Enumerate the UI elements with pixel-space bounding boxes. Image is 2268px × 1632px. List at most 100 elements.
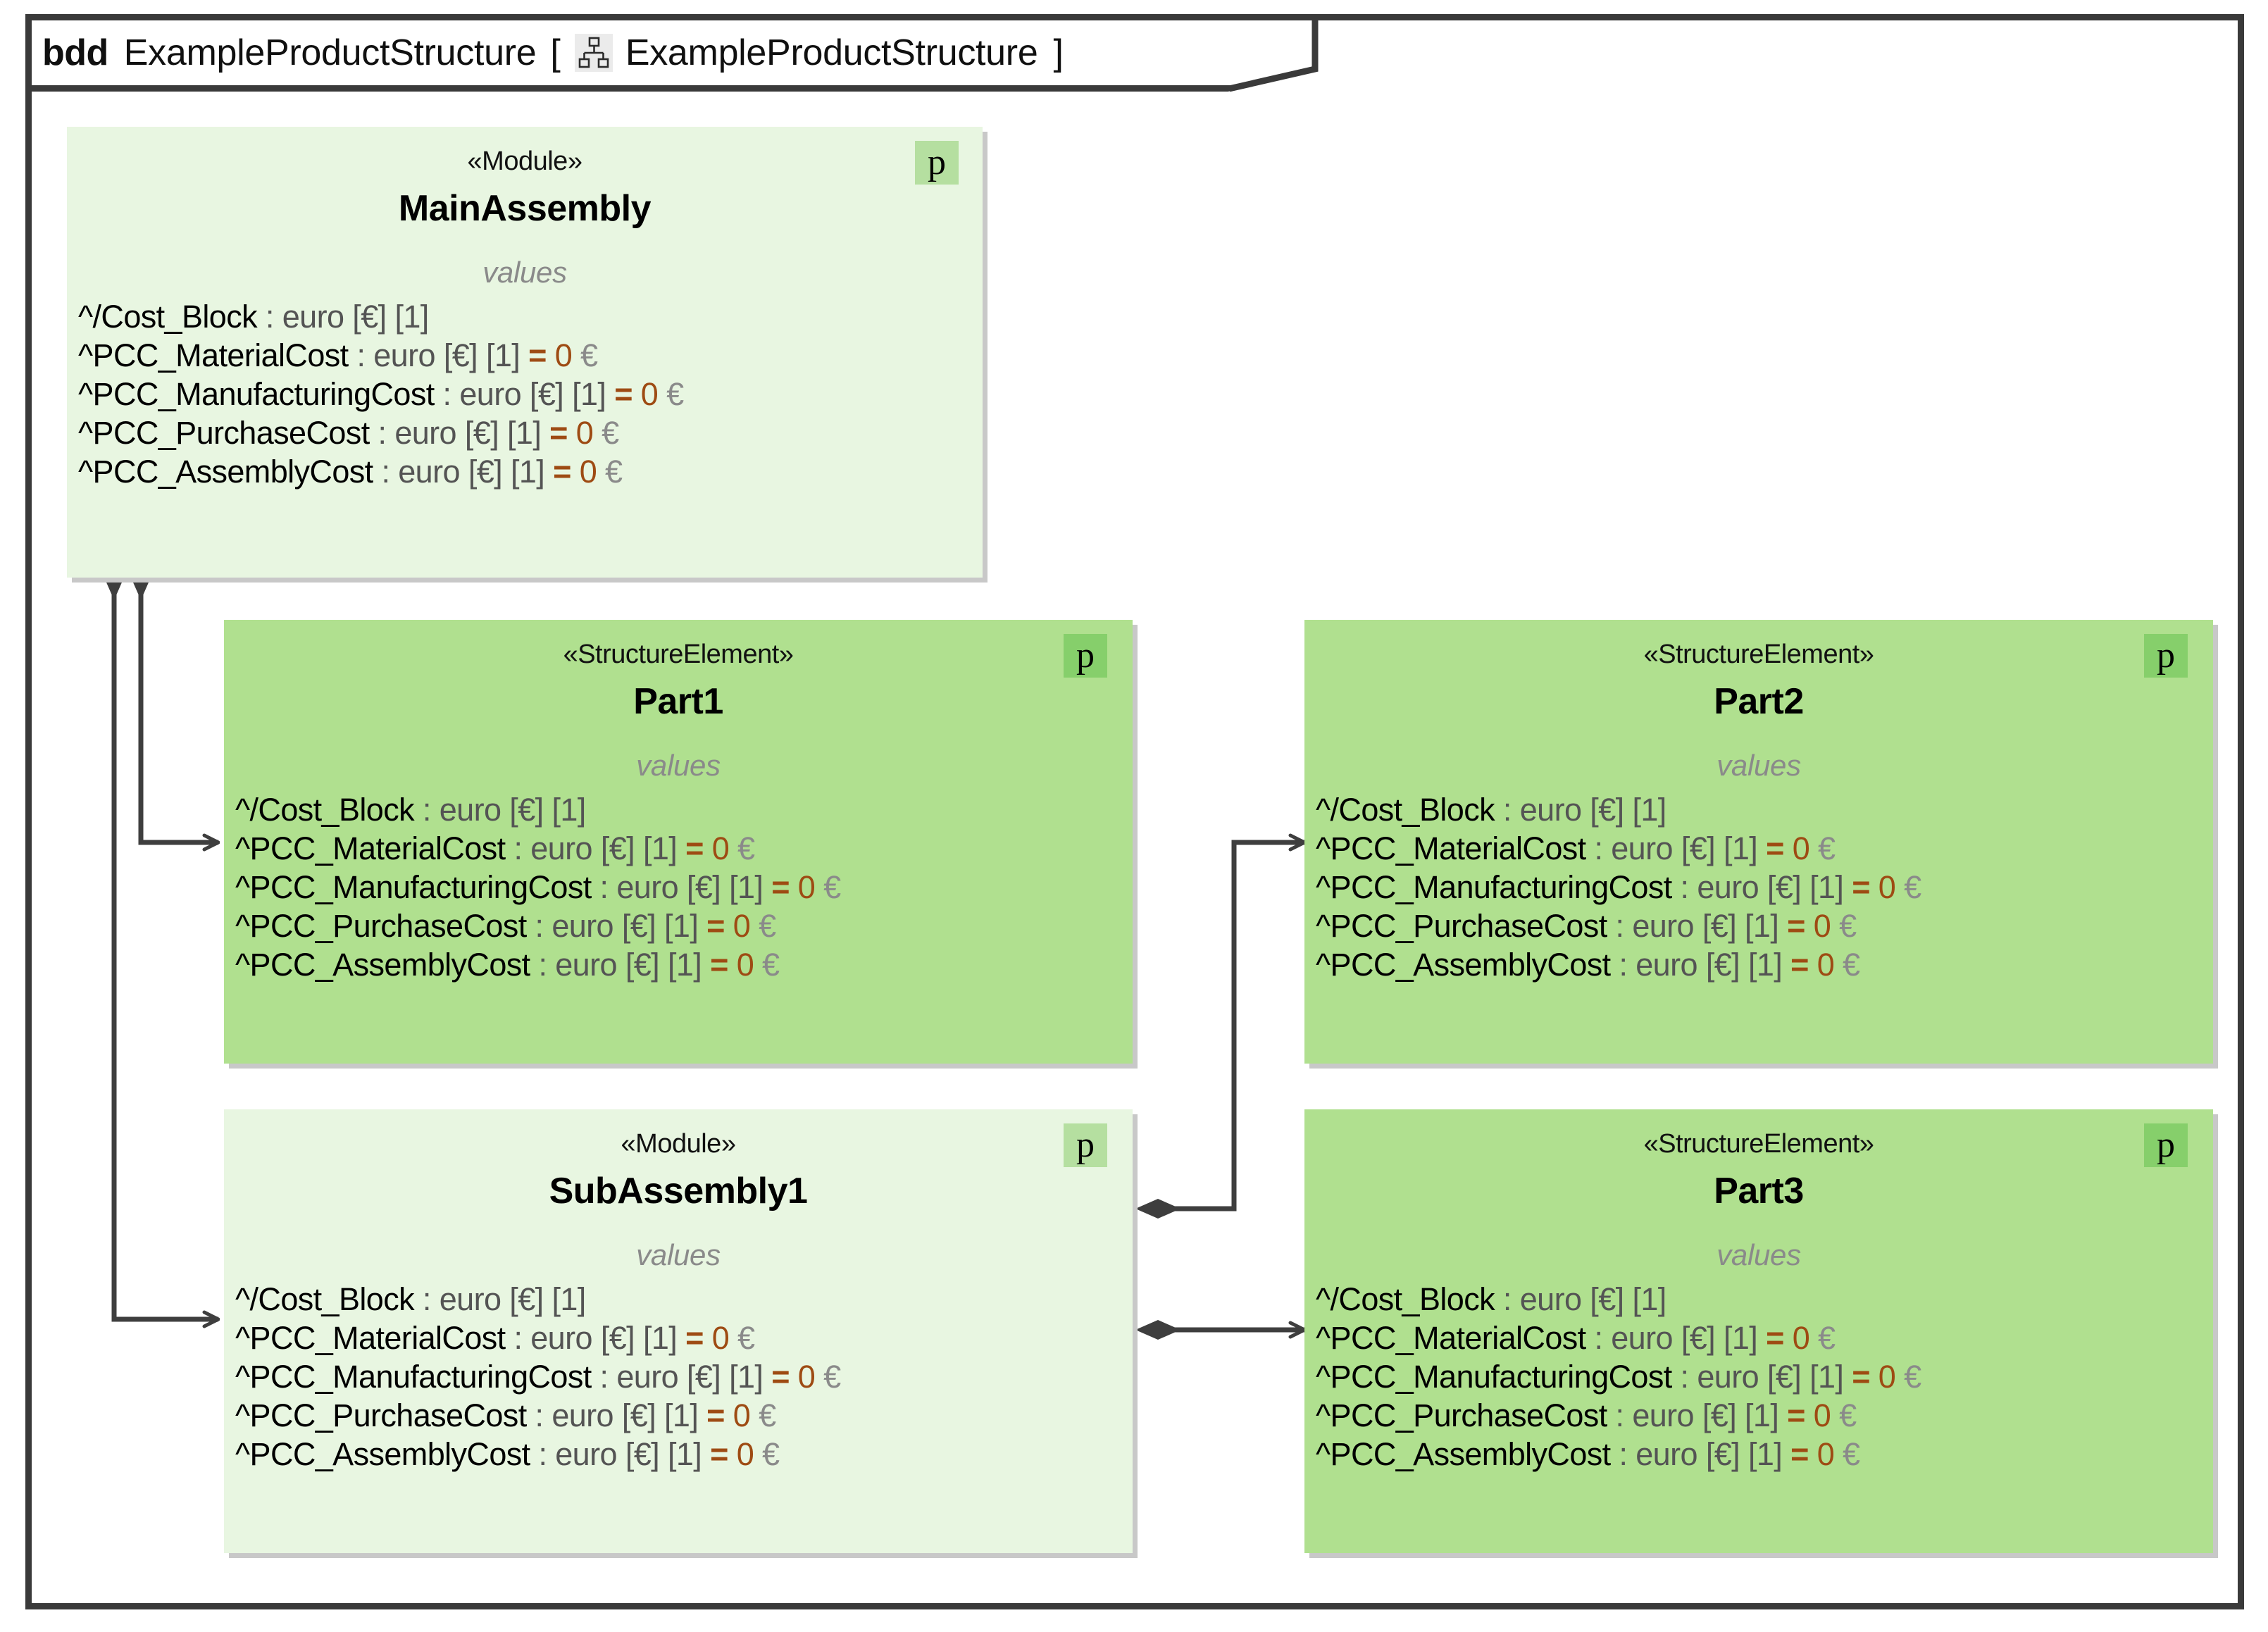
- value-currency: €: [754, 946, 780, 983]
- value-default: 0: [1878, 868, 1896, 905]
- block-name: SubAssembly1: [549, 1170, 808, 1211]
- badge-p: p: [2144, 634, 2188, 678]
- value-name: PCC_PurchaseCost: [249, 1397, 528, 1433]
- value-default: 0: [1792, 1319, 1810, 1356]
- value-default: 0: [736, 1435, 754, 1472]
- values-list: ^/Cost_Block : euro [€] [1]^PCC_Material…: [1304, 791, 2213, 984]
- value-name: PCC_MaterialCost: [92, 337, 349, 373]
- value-prefix: ^: [235, 830, 250, 866]
- value-currency: €: [815, 868, 841, 905]
- value-property-row: ^PCC_AssemblyCost : euro [€] [1] = 0 €: [235, 946, 1133, 985]
- block-name: Part2: [1714, 680, 1804, 722]
- value-property-row: ^PCC_MaterialCost : euro [€] [1] = 0 €: [235, 830, 1133, 868]
- value-property-row: ^PCC_ManufacturingCost : euro [€] [1] = …: [235, 1358, 1133, 1397]
- value-name: PCC_ManufacturingCost: [92, 375, 435, 412]
- value-default: 0: [554, 337, 573, 373]
- value-property-row: ^/Cost_Block : euro [€] [1]: [1316, 1281, 2213, 1319]
- value-currency: €: [658, 375, 684, 412]
- value-type: : euro [€] [1]: [1585, 1319, 1758, 1356]
- value-property-row: ^PCC_PurchaseCost : euro [€] [1] = 0 €: [235, 1397, 1133, 1435]
- value-name: PCC_AssemblyCost: [1330, 1435, 1612, 1472]
- value-default: 0: [1813, 1397, 1831, 1433]
- value-name: PCC_AssemblyCost: [249, 946, 531, 983]
- block-name: Part1: [633, 680, 723, 722]
- block-subassembly1[interactable]: p «Module» SubAssembly1 values ^/Cost_Bl…: [224, 1109, 1133, 1553]
- value-equals: =: [1757, 1319, 1793, 1356]
- value-default: 0: [711, 1319, 730, 1356]
- value-prefix: ^: [78, 414, 93, 451]
- value-equals: =: [1843, 868, 1878, 905]
- value-property-row: ^PCC_PurchaseCost : euro [€] [1] = 0 €: [78, 414, 983, 453]
- block-part2[interactable]: p «StructureElement» Part2 values ^/Cost…: [1304, 620, 2213, 1064]
- badge-p: p: [1064, 634, 1107, 678]
- value-currency: €: [1895, 868, 1921, 905]
- value-currency: €: [729, 830, 755, 866]
- value-name: PCC_ManufacturingCost: [1330, 1358, 1673, 1395]
- values-heading: values: [482, 256, 567, 289]
- value-prefix: ^: [235, 792, 250, 828]
- value-prefix: ^: [1316, 1397, 1331, 1433]
- value-default: 0: [733, 907, 751, 944]
- value-type: : euro [€] [1]: [369, 414, 542, 451]
- value-property-row: ^PCC_MaterialCost : euro [€] [1] = 0 €: [235, 1319, 1133, 1358]
- value-prefix: ^: [1316, 1435, 1331, 1472]
- value-default: 0: [1817, 1435, 1835, 1472]
- diagram-scope-label: ExampleProductStructure: [625, 32, 1038, 73]
- block-name: Part3: [1714, 1170, 1804, 1211]
- value-type: : euro [€] [1]: [1495, 792, 1666, 828]
- value-equals: =: [1757, 830, 1793, 866]
- value-equals: =: [677, 830, 712, 866]
- value-property-row: ^PCC_PurchaseCost : euro [€] [1] = 0 €: [1316, 1397, 2213, 1435]
- value-property-row: ^PCC_ManufacturingCost : euro [€] [1] = …: [235, 868, 1133, 907]
- value-default: 0: [797, 868, 816, 905]
- package-tree-icon: [574, 34, 613, 72]
- value-prefix: ^: [235, 1397, 250, 1433]
- value-type: : euro [€] [1]: [1607, 1397, 1779, 1433]
- value-prefix: ^: [78, 337, 93, 373]
- value-property-row: ^PCC_ManufacturingCost : euro [€] [1] = …: [78, 375, 983, 414]
- block-part1[interactable]: p «StructureElement» Part1 values ^/Cost…: [224, 620, 1133, 1064]
- block-main-assembly[interactable]: p «Module» MainAssembly values ^/Cost_Bl…: [67, 127, 983, 578]
- value-currency: €: [1831, 1397, 1857, 1433]
- value-type: : euro [€] [1]: [505, 1319, 678, 1356]
- value-name: /Cost_Block: [92, 299, 258, 335]
- value-prefix: ^: [78, 453, 93, 490]
- value-property-row: ^/Cost_Block : euro [€] [1]: [235, 1281, 1133, 1319]
- value-name: PCC_ManufacturingCost: [1330, 868, 1673, 905]
- value-equals: =: [541, 414, 576, 451]
- value-name: PCC_PurchaseCost: [1330, 1397, 1608, 1433]
- value-property-row: ^PCC_ManufacturingCost : euro [€] [1] = …: [1316, 868, 2213, 907]
- value-type: : euro [€] [1]: [434, 375, 606, 412]
- value-type: : euro [€] [1]: [526, 907, 699, 944]
- value-equals: =: [698, 907, 733, 944]
- value-property-row: ^PCC_MaterialCost : euro [€] [1] = 0 €: [78, 337, 983, 375]
- value-property-row: ^PCC_AssemblyCost : euro [€] [1] = 0 €: [235, 1435, 1133, 1474]
- value-property-row: ^PCC_MaterialCost : euro [€] [1] = 0 €: [1316, 830, 2213, 868]
- badge-p: p: [1064, 1123, 1107, 1167]
- value-type: : euro [€] [1]: [591, 1358, 764, 1395]
- value-property-row: ^PCC_PurchaseCost : euro [€] [1] = 0 €: [235, 907, 1133, 946]
- block-stereotype: «StructureElement»: [563, 640, 794, 669]
- value-property-row: ^PCC_PurchaseCost : euro [€] [1] = 0 €: [1316, 907, 2213, 946]
- value-type: : euro [€] [1]: [1495, 1281, 1666, 1318]
- value-name: /Cost_Block: [1330, 792, 1495, 828]
- value-currency: €: [1895, 1358, 1921, 1395]
- value-default: 0: [575, 414, 594, 451]
- block-part3[interactable]: p «StructureElement» Part3 values ^/Cost…: [1304, 1109, 2213, 1553]
- value-prefix: ^: [1316, 830, 1331, 866]
- value-equals: =: [763, 868, 798, 905]
- value-property-row: ^PCC_ManufacturingCost : euro [€] [1] = …: [1316, 1358, 2213, 1397]
- value-currency: €: [754, 1435, 780, 1472]
- value-type: : euro [€] [1]: [1671, 1358, 1844, 1395]
- diagram-header: bdd ExampleProductStructure [ ExamplePro…: [42, 23, 1064, 83]
- value-type: : euro [€] [1]: [1610, 1435, 1783, 1472]
- value-name: PCC_MaterialCost: [249, 1319, 506, 1356]
- value-type: : euro [€] [1]: [257, 299, 429, 335]
- value-property-row: ^/Cost_Block : euro [€] [1]: [235, 791, 1133, 830]
- value-type: : euro [€] [1]: [414, 1281, 586, 1318]
- values-heading: values: [1716, 749, 1801, 783]
- value-prefix: ^: [235, 946, 250, 983]
- value-type: : euro [€] [1]: [526, 1397, 699, 1433]
- value-property-row: ^/Cost_Block : euro [€] [1]: [78, 298, 983, 337]
